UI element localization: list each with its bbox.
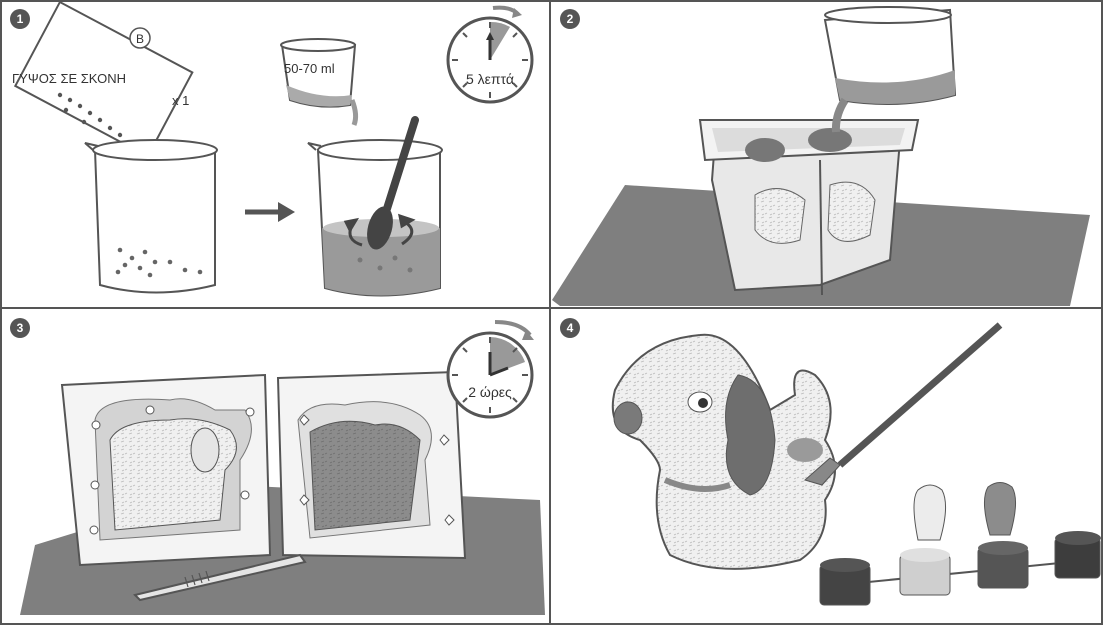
open-mold-right bbox=[278, 372, 465, 558]
paint-pot-dark-1 bbox=[820, 558, 870, 605]
paint-pot-dark-2 bbox=[1055, 531, 1101, 578]
open-mold-left bbox=[62, 375, 270, 565]
plaster-powder-packet: B ΓΥΨΟΣ ΣΕ ΣΚΟΝΗ bbox=[12, 2, 192, 156]
packet-badge: B bbox=[136, 32, 144, 46]
step-number-3: 3 bbox=[10, 318, 30, 338]
step-number-4: 4 bbox=[560, 318, 580, 338]
timer-label-5min: 5 λεπτά bbox=[466, 71, 514, 87]
svg-text:3: 3 bbox=[17, 321, 24, 335]
packet-label: ΓΥΨΟΣ ΣΕ ΣΚΟΝΗ bbox=[12, 71, 126, 86]
step-number-2: 2 bbox=[560, 9, 580, 29]
water-amount-label: 50-70 ml bbox=[284, 61, 335, 76]
paint-pot-mid bbox=[978, 483, 1028, 589]
svg-text:2: 2 bbox=[567, 12, 574, 26]
paint-pots bbox=[820, 483, 1101, 606]
water-measuring-cup: 50-70 ml bbox=[281, 39, 356, 125]
svg-text:4: 4 bbox=[567, 321, 574, 335]
step-number-1: 1 bbox=[10, 9, 30, 29]
painted-dog-figure bbox=[613, 335, 835, 569]
mixing-beaker-powder bbox=[85, 140, 217, 293]
svg-text:1: 1 bbox=[17, 12, 24, 26]
paint-pot-light bbox=[900, 485, 950, 595]
next-arrow bbox=[245, 202, 295, 222]
timer-label-2h: 2 ώρες bbox=[468, 384, 512, 400]
paint-brush bbox=[805, 325, 1000, 485]
packet-quantity: x 1 bbox=[172, 93, 189, 108]
timer-icon: 5 λεπτά bbox=[448, 8, 532, 102]
pouring-cup bbox=[825, 7, 955, 132]
timer-icon-2h: 2 ώρες bbox=[448, 322, 534, 417]
